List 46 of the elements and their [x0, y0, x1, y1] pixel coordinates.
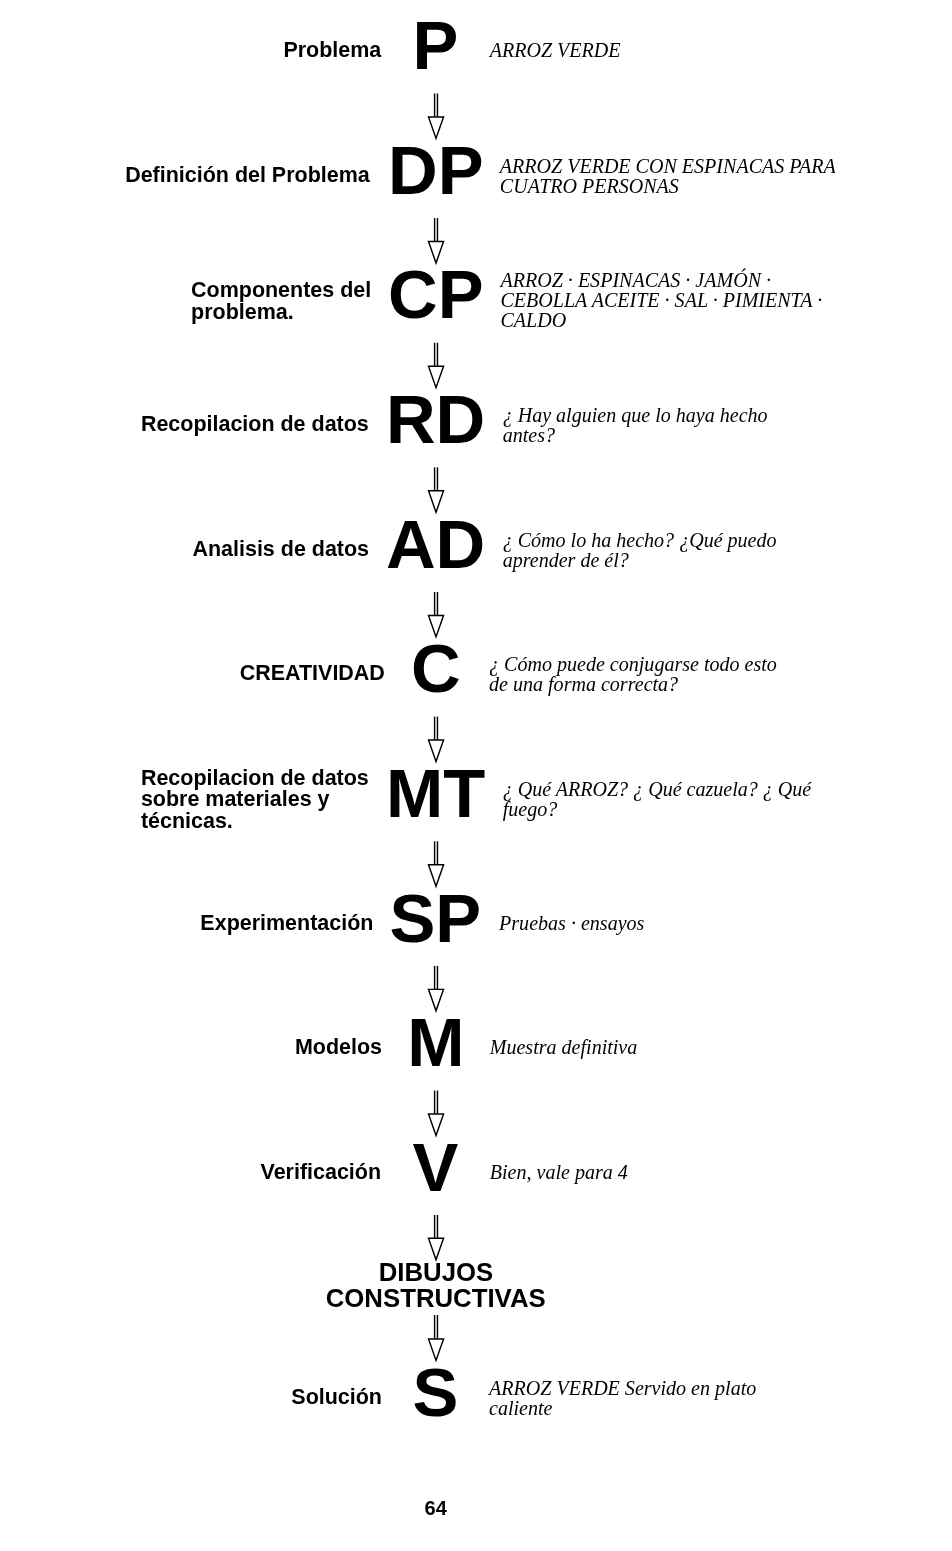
arrow	[427, 840, 445, 889]
node-text: RD	[385, 381, 485, 458]
node-text: CP	[387, 256, 484, 334]
arrow	[427, 1314, 445, 1363]
node-label: Pruebas · ensayos	[498, 911, 644, 934]
node-label: Problema	[282, 38, 381, 63]
node-label: Definición del Problema	[124, 162, 370, 187]
arrow	[427, 217, 445, 266]
node-text: MT	[385, 754, 485, 832]
node-label: Componentes del problema.	[190, 278, 371, 324]
node-label: ARROZ VERDE Servido en plato caliente	[488, 1376, 756, 1419]
node-text: M	[406, 1004, 465, 1082]
arrow	[427, 466, 445, 515]
node-label: Recopilacion de datos sobre materiales y técnicas.	[140, 765, 369, 833]
node-label: ¿ Qué ARROZ? ¿ Qué cazuela? ¿ Qué fuego?	[502, 777, 811, 820]
node-label: Verificación	[260, 1159, 381, 1184]
node-label: Analisis de datos	[191, 536, 369, 561]
node-text: DP	[387, 131, 484, 209]
node-text: S	[411, 1353, 458, 1431]
node-label: ARROZ VERDE	[489, 39, 621, 62]
node-text: SP	[388, 879, 481, 957]
node-label: ¿ Cómo lo ha hecho? ¿Qué puedo aprender de él?	[502, 528, 777, 571]
node-label: CREATIVIDAD	[239, 661, 385, 686]
node-label: Muestra definitiva	[489, 1036, 637, 1059]
node-text: P	[411, 7, 458, 85]
label: 64	[424, 1496, 447, 1519]
node-text: C	[410, 630, 461, 708]
node-label: Experimentación	[199, 910, 373, 935]
arrow	[427, 342, 445, 390]
arrow	[427, 1214, 445, 1262]
node-label: ARROZ VERDE CON ESPINACAS PARA CUATRO PERSONAS	[499, 154, 836, 197]
node-text: AD	[385, 505, 485, 583]
node-text: V	[411, 1128, 458, 1206]
arrow	[427, 92, 445, 141]
node-label: ¿ Hay alguien que lo haya hecho antes?	[502, 403, 768, 446]
node-label: Solución	[290, 1384, 382, 1409]
node-label: ARROZ · ESPINACAS · JAMÓN · CEBOLLA ACEITE · SAL · PIMIENTA · CALDO	[500, 269, 822, 332]
node-label: ¿ Cómo puede conjugarse todo esto de una forma correcta?	[488, 653, 777, 696]
node-label: Bien, vale para 4	[489, 1161, 628, 1184]
node-label: Recopilacion de datos	[140, 411, 369, 436]
arrow	[427, 1089, 445, 1138]
arrow	[427, 591, 445, 640]
node-text: DIBUJOS CONSTRUCTIVAS	[325, 1258, 546, 1312]
arrow	[427, 715, 445, 764]
node-label: Modelos	[294, 1035, 382, 1060]
arrow	[427, 965, 445, 1013]
